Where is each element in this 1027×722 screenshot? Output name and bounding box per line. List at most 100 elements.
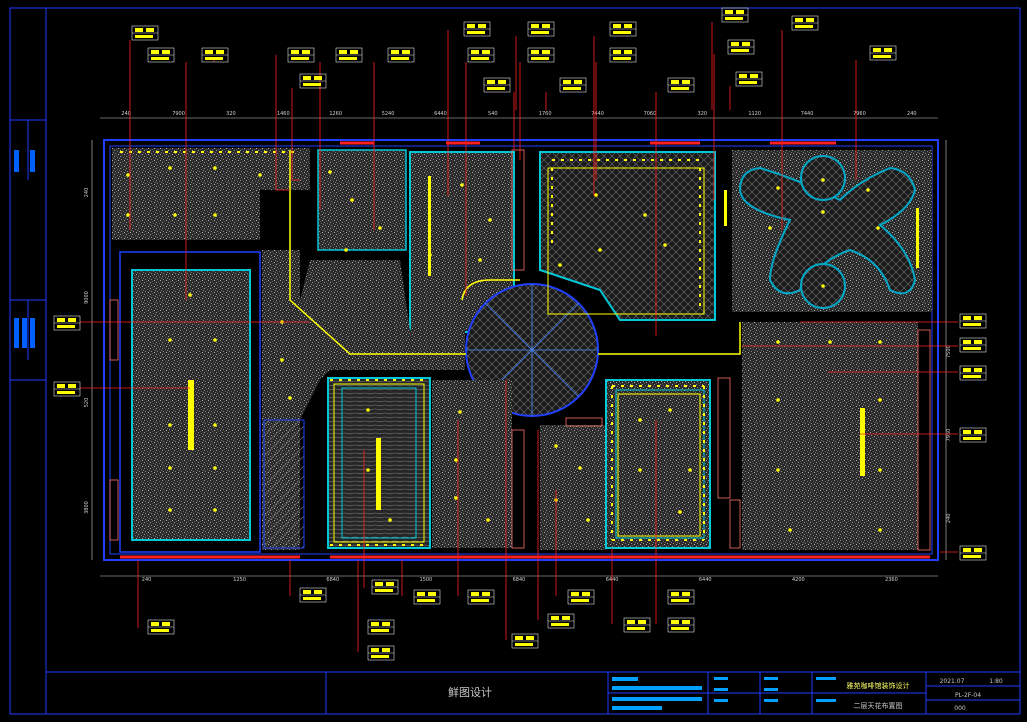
dimension-value: 7950 (946, 429, 952, 442)
annotation-tag (727, 39, 755, 55)
annotation-tag (467, 47, 495, 63)
downlight (213, 213, 217, 217)
dimension-value: 7900 (172, 111, 185, 117)
annotation-tag (53, 315, 81, 331)
downlight (168, 423, 172, 427)
annotation-tag (147, 619, 175, 635)
project-name: 雅苑咖啡馆装饰设计 (847, 681, 910, 690)
annotation-tag (623, 617, 651, 633)
downlight (188, 293, 192, 297)
annotation-tag (547, 613, 575, 629)
downlight (328, 170, 332, 174)
title-block (325, 672, 1020, 714)
annotation-tag (335, 47, 363, 63)
dimension-value: 1460 (277, 111, 290, 117)
downlight (280, 358, 284, 362)
downlight (638, 468, 642, 472)
downlight (586, 518, 590, 522)
annotation-tag (959, 545, 987, 561)
annotation-tag (791, 15, 819, 31)
annotation-tag (735, 71, 763, 87)
downlight (168, 466, 172, 470)
downlight (366, 468, 370, 472)
downlight (458, 410, 462, 414)
downlight (350, 198, 354, 202)
downlight (554, 444, 558, 448)
downlight (821, 178, 825, 182)
dimension-value: 9000 (84, 291, 90, 304)
dimension-value: 6840 (326, 577, 339, 583)
drawing-date: 2021.07 (940, 678, 965, 685)
downlight (876, 226, 880, 230)
downlight (866, 188, 870, 192)
downlight (578, 466, 582, 470)
title-block-placeholders (612, 677, 836, 710)
downlight (776, 340, 780, 344)
downlight (288, 396, 292, 400)
downlight (126, 213, 130, 217)
downlight (878, 528, 882, 532)
downlight (776, 398, 780, 402)
annotation-tag (287, 47, 315, 63)
truss-columns (109, 149, 931, 551)
dimension-value: 240 (142, 577, 152, 583)
downlight (258, 173, 262, 177)
dimension-value: 7440 (801, 111, 814, 117)
annotation-tag (413, 589, 441, 605)
annotation-tags (53, 7, 987, 661)
light-strips (188, 176, 919, 510)
annotation-tag (201, 47, 229, 63)
dimension-value: 7060 (644, 111, 657, 117)
annotation-tag (667, 617, 695, 633)
downlight (478, 258, 482, 262)
dimension-value: 6440 (699, 577, 712, 583)
downlight (213, 423, 217, 427)
downlight (460, 183, 464, 187)
dimension-value: 240 (121, 111, 131, 117)
window-marks (120, 141, 930, 559)
leader-line (275, 55, 290, 191)
downlight (558, 263, 562, 267)
yellow-linework (289, 150, 741, 543)
annotation-tag (483, 77, 511, 93)
dimension-value: 540 (488, 111, 498, 117)
downlights (126, 166, 882, 532)
annotation-tag (959, 313, 987, 329)
downlight (878, 398, 882, 402)
downlight (168, 508, 172, 512)
annotation-tag (299, 73, 327, 89)
dimension-value: 320 (698, 111, 708, 117)
downlight (776, 468, 780, 472)
downlight (366, 408, 370, 412)
dimension-value: 6840 (513, 577, 526, 583)
dimension-value: 320 (226, 111, 236, 117)
dimension-value: 240 (907, 111, 917, 117)
downlight (168, 166, 172, 170)
dimension-value: 240 (84, 188, 90, 198)
downlight (638, 418, 642, 422)
drawing-scale: 1:80 (989, 678, 1003, 685)
sheet-frame (9, 7, 1021, 715)
dimension-value: 1260 (329, 111, 342, 117)
annotation-tag (959, 337, 987, 353)
downlight (173, 213, 177, 217)
annotation-tag (367, 619, 395, 635)
downlight (594, 193, 598, 197)
dimension-value: 7500 (946, 345, 952, 358)
annotation-tag (367, 645, 395, 661)
dimension-value: 1500 (420, 577, 433, 583)
annotation-tag (467, 589, 495, 605)
dimension-value: 1760 (539, 111, 552, 117)
downlight (668, 408, 672, 412)
annotation-tag (959, 365, 987, 381)
annotation-tag (511, 633, 539, 649)
annotation-tag (609, 21, 637, 37)
dimension-value: 7960 (853, 111, 866, 117)
downlight (768, 226, 772, 230)
downlight (454, 458, 458, 462)
downlight (378, 226, 382, 230)
downlight (488, 218, 492, 222)
